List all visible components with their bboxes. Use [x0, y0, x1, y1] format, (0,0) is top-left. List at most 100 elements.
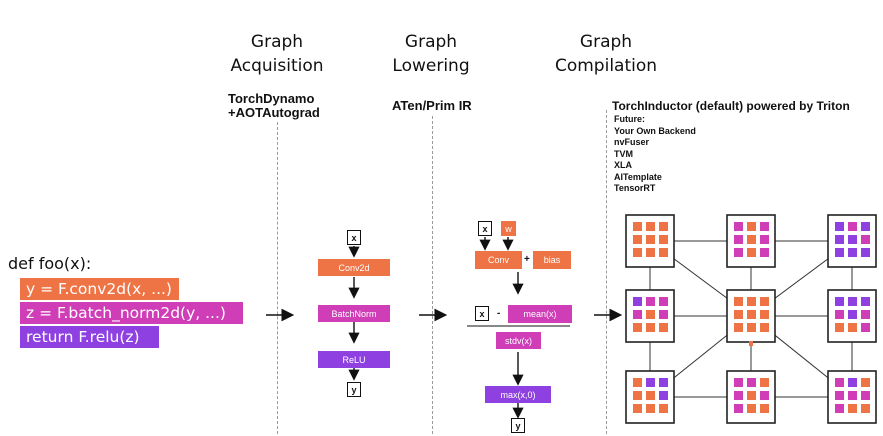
kernel-cell [659, 310, 668, 319]
kernel-cell [835, 235, 844, 244]
kernel-cell [760, 310, 769, 319]
stage-subtitle-lowering: ATen/Prim IR [392, 98, 472, 113]
backend-item: nvFuser [614, 137, 650, 147]
kernel-cell [760, 404, 769, 413]
kernel-cell [861, 310, 870, 319]
kernel-cell [848, 222, 857, 231]
kernel-cell [848, 404, 857, 413]
lowering-input-x: x [478, 221, 492, 236]
stage-title-lowering: Graph Lowering [370, 30, 492, 78]
minus-sign: - [497, 308, 501, 319]
kernel-cell [659, 404, 668, 413]
code-line-relu: return F.relu(z) [20, 326, 159, 348]
kernel-cell [633, 404, 642, 413]
lowering-minus-x: x [475, 306, 489, 321]
stage-subtitle-compilation: TorchInductor (default) powered by Trito… [612, 99, 850, 113]
backend-item: TVM [614, 148, 633, 159]
kernel-cell [760, 235, 769, 244]
kernel-cell [747, 235, 756, 244]
kernel-cell [861, 222, 870, 231]
kernel-cell [747, 391, 756, 400]
kernel-cell [848, 310, 857, 319]
kernel-cell [734, 391, 743, 400]
kernel-cell [659, 222, 668, 231]
lowering-op-max: max(x,0) [485, 386, 551, 403]
kernel-cell [848, 297, 857, 306]
kernel-cell [659, 378, 668, 387]
lowering-op-mean: mean(x) [508, 305, 572, 323]
kernel-cell [646, 248, 655, 257]
kernel-cell [633, 222, 642, 231]
kernel-cell [646, 310, 655, 319]
kernel-cell [835, 222, 844, 231]
kernel-cell [646, 297, 655, 306]
kernel-cell [861, 235, 870, 244]
lowering-op-bias: bias [533, 251, 571, 269]
kernel-cell [646, 378, 655, 387]
graph-input-x: x [347, 230, 361, 245]
kernel-cell [734, 297, 743, 306]
kernel-cell [861, 391, 870, 400]
kernel-cell [734, 222, 743, 231]
stage-title-line1: Graph [250, 32, 304, 52]
stage-title-compilation: Graph Compilation [545, 30, 667, 78]
kernel-cell [747, 310, 756, 319]
kernel-cell [835, 404, 844, 413]
kernel-cell [659, 323, 668, 332]
plus-sign: + [524, 254, 530, 265]
stage-title-line2: Acquisition [230, 56, 324, 76]
kernel-cell [646, 222, 655, 231]
stage-divider [432, 116, 433, 434]
kernel-cell [633, 378, 642, 387]
kernel-cell [848, 378, 857, 387]
subtitle-line2: +AOTAutograd [228, 105, 320, 120]
kernel-cell [760, 297, 769, 306]
code-def-line: def foo(x): [8, 254, 92, 273]
kernel-cell [848, 323, 857, 332]
subtitle-line1: TorchDynamo [228, 91, 315, 106]
op-conv2d: Conv2d [318, 259, 390, 276]
node-marker [749, 341, 753, 346]
kernel-cell [835, 297, 844, 306]
future-label: Future: [614, 114, 645, 124]
future-backends-list: Future: Your Own Backend nvFuser TVM XLA… [614, 114, 696, 195]
stage-title-line2: Lowering [392, 56, 470, 76]
kernel-cell [760, 391, 769, 400]
kernel-cell [747, 248, 756, 257]
kernel-cell [747, 378, 756, 387]
kernel-cell [659, 235, 668, 244]
stage-title-line1: Graph [404, 32, 458, 52]
stage-title-line2: Compilation [554, 56, 658, 76]
stage-divider [606, 110, 607, 434]
lowering-input-w: w [501, 221, 516, 236]
kernel-cell [633, 297, 642, 306]
kernel-cell [633, 310, 642, 319]
kernel-cell [659, 391, 668, 400]
kernel-cell [734, 378, 743, 387]
kernel-cell [747, 404, 756, 413]
kernel-cell [861, 404, 870, 413]
graph-output-y: y [347, 382, 361, 397]
kernel-cell [633, 248, 642, 257]
kernel-cell [734, 310, 743, 319]
op-relu: ReLU [318, 351, 390, 368]
stage-subtitle-acquisition: TorchDynamo +AOTAutograd [228, 92, 320, 120]
kernel-cell [848, 391, 857, 400]
kernel-cell [646, 391, 655, 400]
kernel-cell [760, 248, 769, 257]
kernel-cell [734, 404, 743, 413]
kernel-cell [861, 297, 870, 306]
op-batchnorm: BatchNorm [318, 305, 390, 322]
backend-item: TensorRT [614, 183, 656, 193]
kernel-cell [861, 378, 870, 387]
kernel-cell [633, 235, 642, 244]
lowering-op-conv: Conv [475, 251, 522, 269]
kernel-cell [861, 248, 870, 257]
stage-title-acquisition: Graph Acquisition [216, 30, 338, 78]
kernel-cell [734, 323, 743, 332]
kernel-cell [659, 248, 668, 257]
kernel-cell [633, 323, 642, 332]
kernel-cell [734, 235, 743, 244]
kernel-cell [848, 248, 857, 257]
